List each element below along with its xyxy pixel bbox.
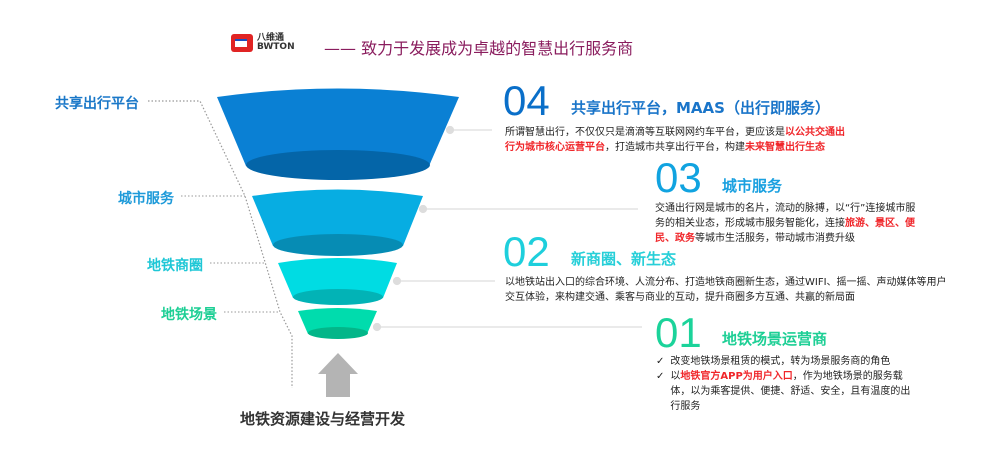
bottom-label: 地铁资源建设与经营开发	[240, 410, 406, 428]
section-02-title: 新商圈、新生态	[571, 250, 677, 268]
logo-mark-icon	[231, 34, 253, 52]
slogan: —— 致力于发展成为卓越的智慧出行服务商	[324, 39, 634, 58]
text: 以地铁站出入口的综合环境、人流分布、打造地铁商圈新生态，通过WIFI、摇一摇、声…	[505, 277, 947, 303]
section-04-number: 04	[503, 77, 550, 124]
bullet-item: ✓ 改变地铁场景租赁的模式，转为场景服务商的角色	[656, 354, 916, 369]
highlight: 未来智慧出行生态	[745, 142, 825, 153]
dotted-guide-line	[148, 100, 293, 388]
text: ，打造城市共享出行平台，构建	[605, 142, 745, 153]
up-arrow-icon	[318, 353, 358, 397]
section-01-bullets: ✓ 改变地铁场景租赁的模式，转为场景服务商的角色 ✓ 以地铁官方APP为用户入口，作…	[656, 354, 916, 414]
funnel-level-4	[217, 88, 459, 180]
text: 交通出行网是城市的名片，流动的脉搏，以“行”连接城市服务的相关业态，形成城市服务…	[655, 203, 916, 229]
section-04-title: 共享出行平台，MAAS（出行即服务）	[571, 99, 830, 117]
section-02-number: 02	[503, 228, 550, 275]
bullet-item: ✓ 以地铁官方APP为用户入口，作为地铁场景的服务载体，以为乘客提供、便捷、舒适、…	[656, 369, 916, 414]
bwton-logo: 八维通 BWTON	[231, 34, 295, 52]
section-03-title: 城市服务	[722, 177, 783, 195]
text: ，作为地铁场景的服务载体，以为乘客提供、便捷、舒适、安全，且有温度的出行服务	[670, 371, 911, 412]
label-metro-commerce: 地铁商圈	[147, 258, 203, 274]
logo-en: BWTON	[257, 42, 295, 52]
label-metro-scene: 地铁场景	[161, 307, 217, 323]
section-02-body: 以地铁站出入口的综合环境、人流分布、打造地铁商圈新生态，通过WIFI、摇一摇、声…	[505, 275, 955, 305]
check-icon: ✓	[656, 371, 665, 382]
funnel-level-3	[252, 189, 423, 256]
section-03-body: 交通出行网是城市的名片，流动的脉搏，以“行”连接城市服务的相关业态，形成城市服务…	[655, 201, 920, 246]
highlight: 以公共交通出行为城市核心运营平台	[505, 127, 845, 153]
highlight: 旅游、景区、便民、政务	[655, 218, 915, 244]
section-01-title: 地铁场景运营商	[722, 330, 828, 348]
highlight: 地铁官方APP为用户入口	[680, 371, 793, 382]
section-03-number: 03	[655, 154, 702, 201]
label-city-services: 城市服务	[118, 191, 174, 207]
text: 改变地铁场景租赁的模式，转为场景服务商的角色	[670, 356, 891, 367]
funnel-level-2	[278, 258, 397, 305]
section-01-number: 01	[655, 309, 702, 356]
text: 以	[670, 371, 681, 382]
section-04-body: 所谓智慧出行，不仅仅只是滴滴等互联网网约车平台，更应该是以公共交通出行为城市核心…	[505, 125, 850, 155]
check-icon: ✓	[656, 356, 665, 367]
text: 所谓智慧出行，不仅仅只是滴滴等互联网网约车平台，更应该是	[505, 127, 785, 138]
funnel-level-1	[298, 308, 377, 339]
text: 等城市生活服务，带动城市消费升级	[695, 233, 855, 244]
label-shared-mobility: 共享出行平台	[55, 96, 139, 112]
logo-cn: 八维通	[257, 33, 285, 43]
